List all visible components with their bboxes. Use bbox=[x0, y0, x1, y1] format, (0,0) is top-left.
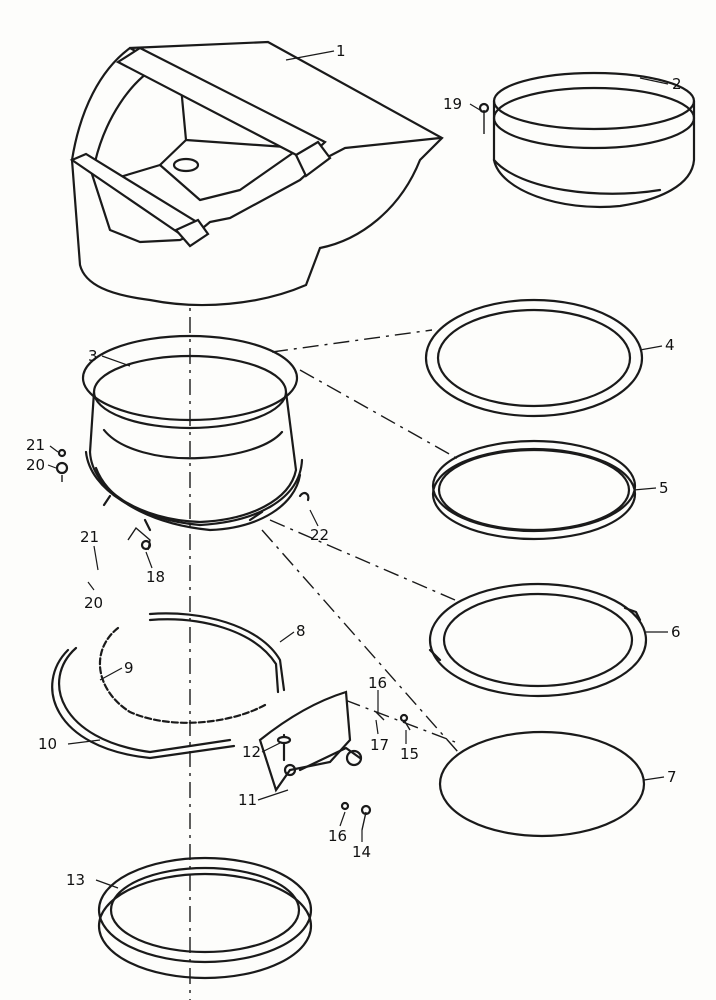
callout-4: 4 bbox=[665, 336, 675, 354]
callout-16-a: 16 bbox=[368, 674, 387, 692]
callout-8: 8 bbox=[296, 622, 306, 640]
callout-19: 19 bbox=[443, 95, 462, 113]
callout-22: 22 bbox=[310, 526, 329, 544]
callout-5: 5 bbox=[659, 479, 669, 497]
callout-6: 6 bbox=[671, 623, 681, 641]
callout-20-a: 20 bbox=[26, 456, 45, 474]
link-line-ring-7 bbox=[261, 529, 459, 753]
ring-band-2 bbox=[478, 71, 696, 208]
lever-assembly-11 bbox=[258, 690, 411, 831]
strap-8 bbox=[148, 612, 286, 694]
connection-lines bbox=[261, 329, 461, 753]
callout-12: 12 bbox=[242, 743, 261, 761]
callout-13: 13 bbox=[66, 871, 85, 889]
ring-6 bbox=[428, 582, 648, 698]
callout-2: 2 bbox=[672, 75, 682, 93]
callout-15: 15 bbox=[400, 745, 419, 763]
ring-13 bbox=[97, 856, 313, 980]
callout-18: 18 bbox=[146, 568, 165, 586]
link-line-strap-lever bbox=[344, 699, 456, 743]
callout-1: 1 bbox=[336, 42, 346, 60]
callout-3: 3 bbox=[88, 347, 98, 365]
callout-labels: 1 2 3 4 5 6 7 8 9 10 11 12 13 14 15 16 1… bbox=[26, 42, 682, 889]
callout-21-a: 21 bbox=[26, 436, 45, 454]
leader-lines bbox=[47, 50, 669, 889]
link-line-ring-4 bbox=[271, 329, 433, 353]
ring-7 bbox=[438, 730, 646, 838]
main-ring-assembly-3 bbox=[55, 334, 310, 551]
ring-5 bbox=[431, 439, 637, 541]
callout-14: 14 bbox=[352, 843, 371, 861]
callout-17: 17 bbox=[370, 736, 389, 754]
callout-21-b: 21 bbox=[80, 528, 99, 546]
callout-16-b: 16 bbox=[328, 827, 347, 845]
callout-7: 7 bbox=[667, 768, 677, 786]
callout-11: 11 bbox=[238, 791, 257, 809]
callout-9: 9 bbox=[124, 659, 134, 677]
chain-9 bbox=[98, 626, 267, 724]
callout-10: 10 bbox=[38, 735, 57, 753]
link-line-ring-6 bbox=[269, 519, 456, 601]
strap-10 bbox=[51, 646, 236, 760]
ring-4 bbox=[424, 298, 644, 418]
hopper-housing bbox=[69, 40, 444, 307]
callout-20-b: 20 bbox=[84, 594, 103, 612]
